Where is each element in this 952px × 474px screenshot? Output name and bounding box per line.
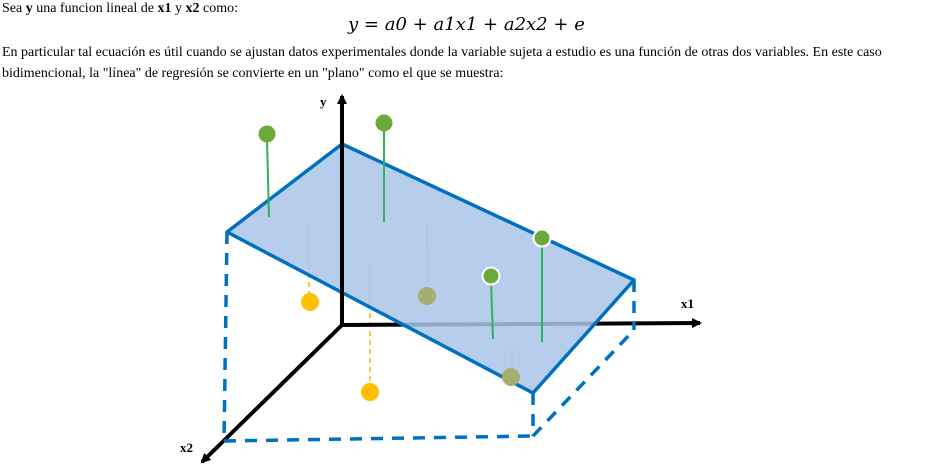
regression-equation: y = a0 + a1x1 + a2x2 + e <box>348 13 585 37</box>
eq-term-e: e <box>574 14 585 35</box>
eq-term-a2x2: a2x2 <box>503 14 548 35</box>
point-below-4 <box>361 383 379 401</box>
intro-prefix: Sea <box>2 1 23 16</box>
stem-above-3 <box>490 280 494 340</box>
axis-x2-line <box>200 323 344 464</box>
eq-term-a0: a0 <box>384 14 407 35</box>
axis-y-label: y <box>320 94 327 109</box>
box-edge-right-bottom <box>531 328 636 438</box>
axis-x2-label: x2 <box>180 440 193 455</box>
point-above-1 <box>258 125 276 143</box>
point-above-3 <box>481 266 501 286</box>
intro-var-x1: x1 <box>157 1 172 16</box>
explanation-paragraph: En particular tal ecuación es útil cuand… <box>2 42 948 84</box>
eq-plus-3: + <box>553 14 569 35</box>
paragraph-line-1: En particular tal ecuación es útil cuand… <box>2 45 882 60</box>
axis-x1-label: x1 <box>681 296 694 311</box>
intro-var-x2: x2 <box>185 1 200 16</box>
eq-plus-2: + <box>483 14 499 35</box>
eq-equals: = <box>363 14 379 35</box>
point-below-1 <box>301 293 319 311</box>
point-below-2 <box>418 287 436 305</box>
intro-middle: una funcion lineal de <box>36 1 155 16</box>
intro-line: Sea y una funcion lineal de x1 y x2 como… <box>2 1 238 17</box>
eq-plus-1: + <box>412 14 428 35</box>
paragraph-line-2: bidimencional, la "línea" de regresión s… <box>2 66 504 81</box>
eq-lhs: y <box>348 14 359 35</box>
intro-conj: y <box>175 1 183 16</box>
intro-suffix: como: <box>203 1 239 16</box>
box-edge-left <box>222 231 229 442</box>
intro-var-y: y <box>25 1 33 16</box>
point-above-2 <box>375 114 393 132</box>
eq-term-a1x1: a1x1 <box>433 14 478 35</box>
regression-plane <box>225 142 636 395</box>
box-edge-front-bottom <box>223 434 534 443</box>
point-above-4 <box>532 228 552 248</box>
stem-above-1 <box>266 139 270 218</box>
point-below-3 <box>502 368 520 386</box>
